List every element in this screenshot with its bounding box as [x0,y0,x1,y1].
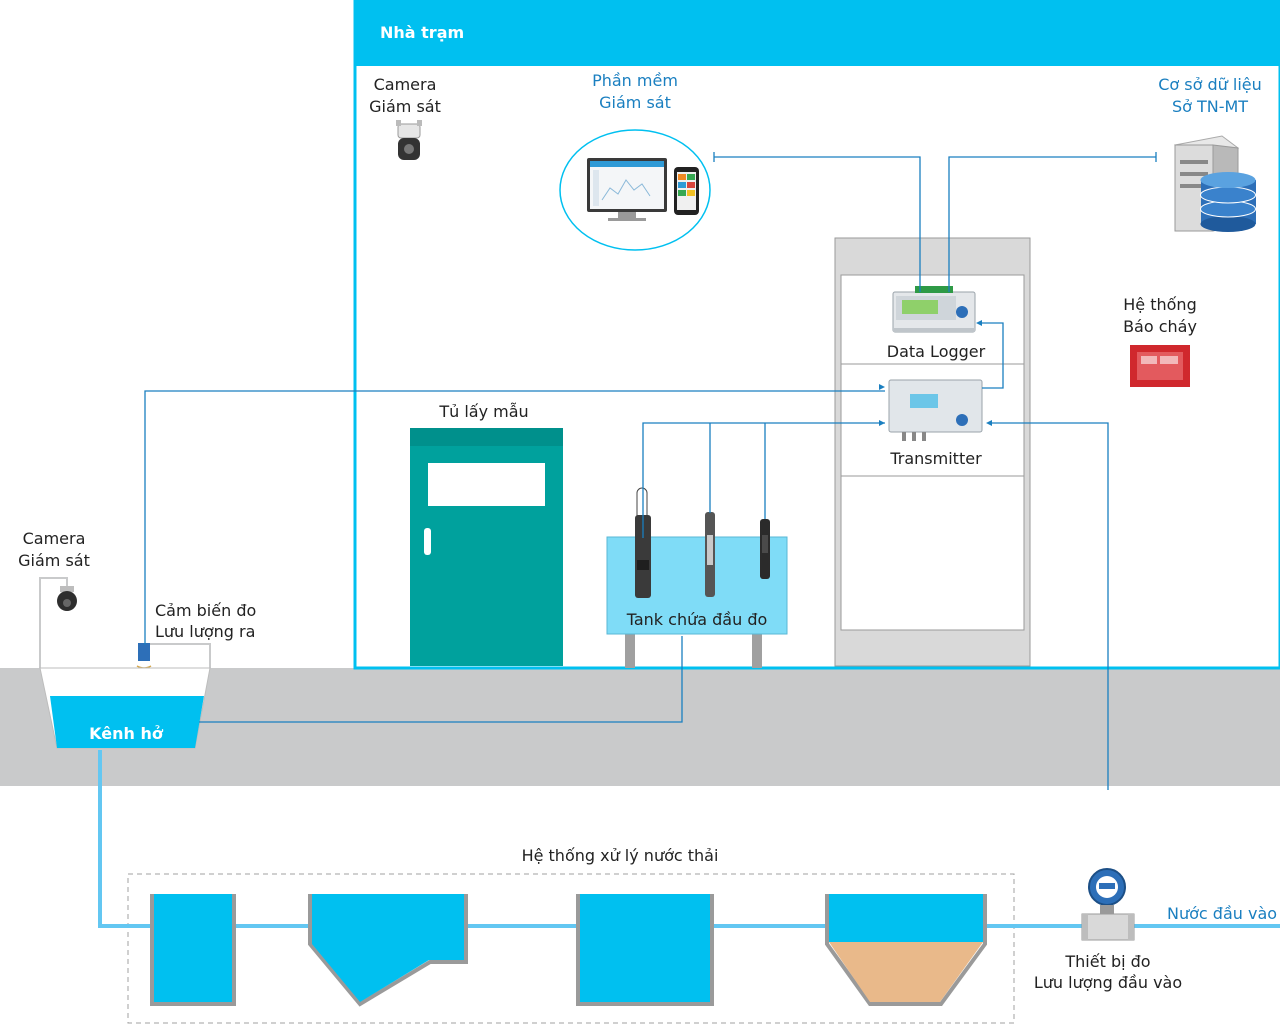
environment-database: Cơ sở dữ liệu Sở TN-MT [1158,75,1262,232]
signal-lines [144,152,1157,790]
station-header-bar [355,0,1280,66]
svg-text:Phần mềm: Phần mềm [592,71,678,90]
smartphone-icon [674,167,699,215]
flow-meter-icon [1081,868,1135,941]
svg-text:Hệ thống xử lý nước thải: Hệ thống xử lý nước thải [522,846,719,865]
svg-text:Camera: Camera [374,75,437,94]
sampler-window [428,463,545,506]
treatment-tank [308,894,468,1007]
data-logger-icon [892,286,976,333]
svg-text:Camera: Camera [23,529,86,548]
open-channel: Kênh hở [39,667,211,749]
treatment-boundary [127,873,1015,1024]
svg-text:Lưu lượng đầu vào: Lưu lượng đầu vào [1034,973,1182,992]
monitor-icon [587,158,667,221]
ground-band [0,668,1280,786]
treatment-tank [150,894,236,1006]
dome-camera-icon [57,586,77,611]
station-building: Nhà trạm [353,0,1280,670]
svg-text:Data Logger: Data Logger [887,342,986,361]
svg-text:Giám sát: Giám sát [369,97,441,116]
data-logger: Data Logger [887,286,986,361]
svg-text:Transmitter: Transmitter [889,449,982,468]
camera-icon [396,120,422,160]
outflow-sensor: Cảm biến đo Lưu lượng ra [135,601,256,690]
station-title: Nhà trạm [380,23,464,42]
svg-text:Giám sát: Giám sát [18,551,90,570]
fire-alarm-system: Hệ thống Báo cháy [1123,295,1197,387]
inflow-water-label: Nước đầu vào [1167,904,1277,923]
probe-icon [705,512,715,597]
control-cabinet [834,237,1031,667]
treatment-tank [825,894,987,1006]
database-icon [1200,172,1256,232]
probe-icon [635,487,651,598]
svg-text:Sở TN-MT: Sở TN-MT [1172,97,1248,116]
svg-text:Tủ lấy mẫu: Tủ lấy mẫu [438,402,528,421]
probe-tank: Tank chứa đầu đo [606,487,788,668]
transmitter-icon [888,379,983,441]
sampler-handle [424,528,431,555]
svg-text:Lưu lượng ra: Lưu lượng ra [155,622,255,641]
svg-text:Kênh hở: Kênh hở [89,724,164,743]
svg-text:Hệ thống: Hệ thống [1123,295,1196,314]
svg-text:Thiết bị đo: Thiết bị đo [1064,952,1150,971]
treatment-system: Hệ thống xử lý nước thải [98,750,1280,1024]
svg-text:Giám sát: Giám sát [599,93,671,112]
inflow-meter: Thiết bị đo Lưu lượng đầu vào [1034,868,1182,992]
outdoor-camera: Camera Giám sát [18,529,90,668]
svg-text:Cơ sở dữ liệu: Cơ sở dữ liệu [1158,75,1262,94]
treatment-tank [576,894,714,1006]
svg-text:Cảm biến đo: Cảm biến đo [155,601,256,620]
sampler-cabinet: Tủ lấy mẫu [410,402,563,666]
transmitter: Transmitter [888,379,983,468]
svg-text:Tank chứa đầu đo: Tank chứa đầu đo [626,610,768,629]
fire-alarm-panel-icon [1130,345,1190,387]
monitoring-software: Phần mềm Giám sát [559,71,711,251]
station-camera: Camera Giám sát [369,75,441,160]
svg-text:Báo cháy: Báo cháy [1123,317,1197,336]
probe-icon [760,519,770,579]
